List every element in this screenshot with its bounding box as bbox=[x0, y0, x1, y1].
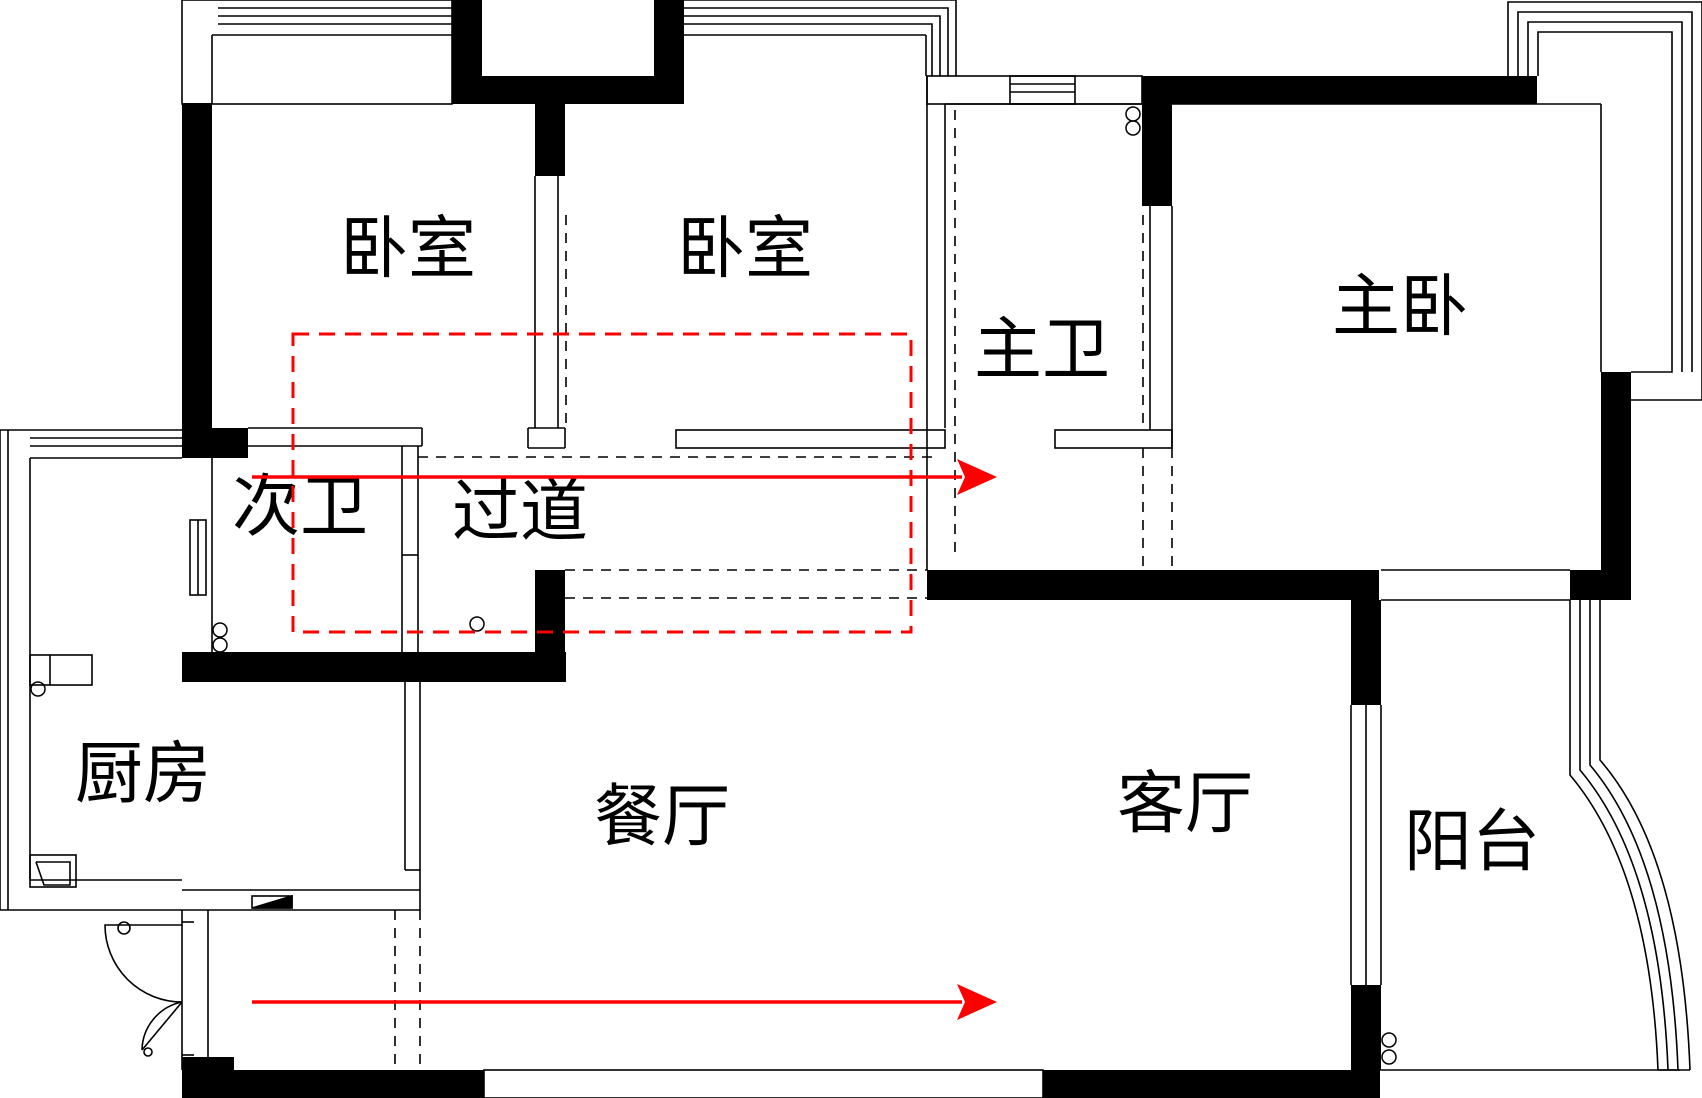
wall-master-right bbox=[1601, 372, 1631, 600]
drain-icon bbox=[1125, 120, 1141, 136]
wall-bedroom1-left bbox=[182, 103, 212, 428]
room-label-bedroom-2: 卧室 bbox=[677, 210, 813, 289]
drain-icon bbox=[1381, 1032, 1397, 1048]
wall-bottom-mid bbox=[1043, 1070, 1380, 1098]
entry-arrowhead-icon bbox=[957, 984, 997, 1020]
wall-corridor-post bbox=[535, 570, 565, 682]
drain-icon bbox=[212, 622, 228, 638]
dashed-openings bbox=[394, 110, 1173, 1070]
room-label-kitchen: 厨房 bbox=[75, 735, 211, 814]
red-annotations bbox=[252, 332, 997, 1020]
room-labels: 卧室 卧室 主卫 主卧 次卫 过道 厨房 餐厅 客厅 阳台 bbox=[75, 210, 1540, 882]
room-label-corridor: 过道 bbox=[452, 473, 588, 552]
wall-master-bottom-right bbox=[1570, 570, 1630, 600]
wall-living-divider-bottom bbox=[1351, 985, 1381, 1070]
room-label-second-bathroom: 次卫 bbox=[232, 468, 368, 547]
structural-walls bbox=[182, 0, 1631, 1098]
wall-top-mid-b bbox=[452, 76, 684, 104]
drain-icon bbox=[1381, 1049, 1397, 1065]
wall-bath2-corner bbox=[182, 428, 248, 458]
room-label-master-bathroom: 主卫 bbox=[974, 311, 1110, 390]
corridor-highlight-box bbox=[291, 332, 913, 634]
wall-top-right bbox=[1142, 76, 1537, 104]
room-label-bedroom-1: 卧室 bbox=[340, 210, 476, 289]
wall-bottom-left bbox=[182, 1070, 484, 1098]
wall-top-mid-c bbox=[654, 0, 684, 104]
room-label-living-room: 客厅 bbox=[1117, 765, 1253, 844]
drain-icon bbox=[469, 616, 485, 632]
wall-master-left-top bbox=[1142, 76, 1172, 206]
wall-living-divider-top bbox=[1351, 600, 1381, 705]
floor-drains bbox=[30, 106, 1397, 1065]
drain-icon bbox=[212, 637, 228, 653]
room-label-master-bedroom: 主卧 bbox=[1332, 268, 1468, 347]
room-label-balcony: 阳台 bbox=[1404, 803, 1540, 882]
wall-bath2-bottom bbox=[182, 652, 566, 682]
room-label-dining-room: 餐厅 bbox=[594, 778, 730, 857]
corridor-arrowhead-icon bbox=[957, 459, 997, 495]
wall-master-bottom bbox=[927, 570, 1379, 600]
wall-bedroom-divider-top bbox=[535, 104, 565, 176]
drain-icon bbox=[1125, 106, 1141, 122]
drain-icon bbox=[30, 681, 46, 697]
